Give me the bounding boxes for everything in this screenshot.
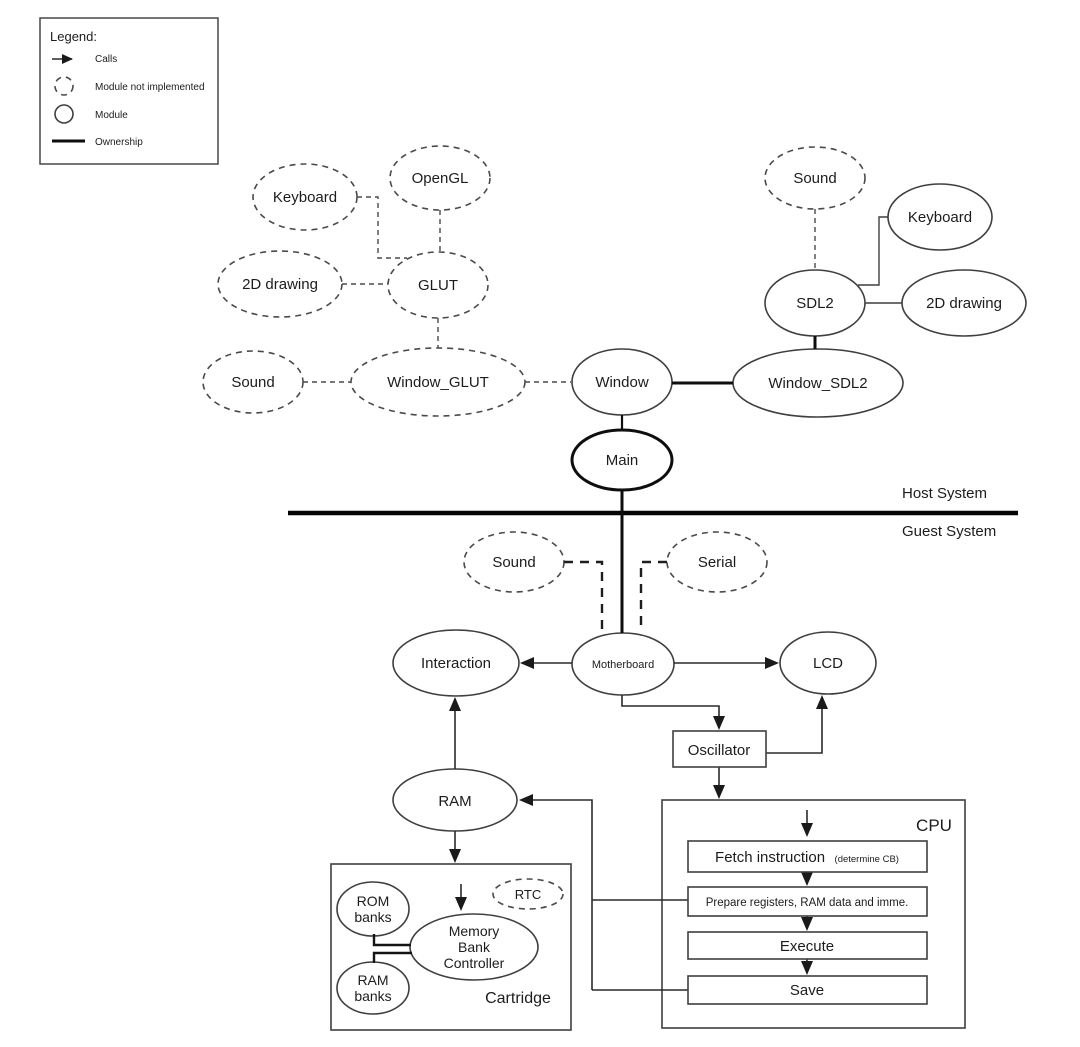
- node-opengl: [389, 145, 491, 211]
- label-2d-drawing-sdl2: 2D drawing: [926, 295, 1002, 312]
- node-interaction: [392, 629, 520, 697]
- cpu-step-execute-box: [687, 931, 928, 960]
- label-2d-drawing-glut: 2D drawing: [242, 276, 318, 293]
- label-window-sdl2: Window_SDL2: [768, 375, 867, 392]
- cpu-step-save-box: [687, 975, 928, 1005]
- label-mbc-3: Controller: [444, 955, 505, 971]
- node-oscillator: [672, 730, 767, 768]
- label-keyboard-glut: Keyboard: [273, 189, 337, 206]
- label-rom-banks-1: ROM: [357, 893, 390, 909]
- link-ram-banks-to-mbc: [372, 951, 412, 963]
- legend-item-module: Module: [95, 110, 128, 121]
- label-save: Save: [790, 982, 824, 999]
- legend-item-calls: Calls: [95, 54, 117, 65]
- label-cpu-title: CPU: [916, 816, 952, 835]
- label-window: Window: [595, 374, 649, 391]
- label-opengl: OpenGL: [412, 170, 469, 187]
- label-rtc: RTC: [515, 887, 541, 902]
- label-ram-banks-1: RAM: [357, 972, 388, 988]
- arrow-cpu-bus-to-ram: [519, 794, 593, 990]
- label-main: Main: [606, 452, 639, 469]
- label-keyboard-sdl2: Keyboard: [908, 209, 972, 226]
- system-boundary: Host System Guest System: [288, 485, 1018, 540]
- label-mbc-1: Memory: [449, 923, 500, 939]
- node-glut: [387, 251, 489, 319]
- edge-keyboard-to-sdl2: [858, 216, 888, 286]
- label-window-glut: Window_GLUT: [387, 374, 489, 391]
- legend: Legend: Calls Module not implemented Mod…: [39, 17, 219, 165]
- label-interaction: Interaction: [421, 655, 491, 672]
- node-memory-bank-controller: [409, 913, 539, 981]
- label-cartridge-title: Cartridge: [485, 990, 551, 1007]
- legend-circle-icon: [54, 104, 74, 124]
- label-sound-glut: Sound: [231, 374, 274, 391]
- edge-serial-to-motherboard: [639, 560, 667, 632]
- arrow-oscillator-to-lcd: [766, 695, 828, 754]
- label-mbc-2: Bank: [458, 939, 491, 955]
- node-serial: [666, 531, 768, 593]
- label-glut: GLUT: [418, 277, 458, 294]
- edge-sound-to-motherboard: [564, 560, 604, 632]
- edges: [303, 196, 902, 991]
- node-rtc: [492, 878, 564, 910]
- label-ram: RAM: [438, 793, 471, 810]
- label-execute: Execute: [780, 938, 834, 955]
- legend-dashed-circle-icon: [54, 76, 74, 96]
- labels: Keyboard OpenGL 2D drawing GLUT Sound Wi…: [231, 170, 1002, 1007]
- edge-keyboard-to-glut: [357, 196, 407, 259]
- host-system-label: Host System: [902, 485, 987, 502]
- node-lcd: [779, 631, 877, 695]
- label-sdl2: SDL2: [796, 295, 834, 312]
- guest-system-label: Guest System: [902, 523, 996, 540]
- label-prepare-registers: Prepare registers, RAM data and imme.: [706, 897, 909, 909]
- node-sound-sdl2: [764, 146, 866, 210]
- label-fetch-instruction: Fetch instruction (determine CB): [715, 849, 899, 866]
- legend-item-not-implemented: Module not implemented: [95, 82, 205, 93]
- cpu-step-fetch-box: [687, 840, 928, 873]
- label-motherboard: Motherboard: [592, 659, 654, 671]
- cpu-step-prepare-box: [687, 886, 928, 917]
- label-serial: Serial: [698, 554, 736, 571]
- label-sound-guest: Sound: [492, 554, 535, 571]
- label-sound-sdl2: Sound: [793, 170, 836, 187]
- label-ram-banks-2: banks: [354, 988, 391, 1004]
- legend-item-ownership: Ownership: [95, 137, 143, 148]
- label-lcd: LCD: [813, 655, 843, 672]
- label-oscillator: Oscillator: [688, 742, 751, 759]
- arrow-motherboard-to-oscillator: [621, 695, 725, 730]
- link-rom-banks-to-mbc: [372, 934, 411, 947]
- legend-title: Legend:: [50, 29, 97, 44]
- label-rom-banks-2: banks: [354, 909, 391, 925]
